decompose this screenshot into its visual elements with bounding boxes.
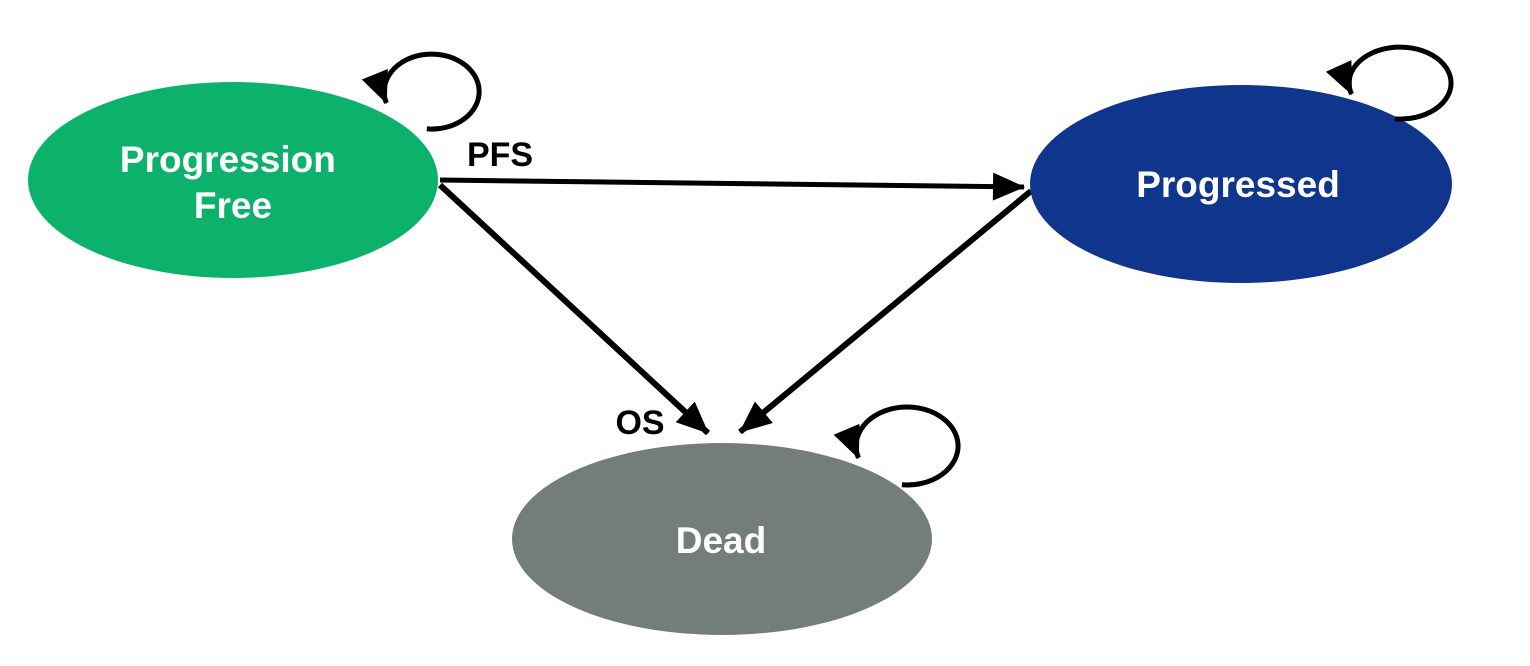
transition-progressed-to-dead <box>738 188 1033 435</box>
state-progression-free: Progression Free <box>28 51 482 278</box>
state-dead-ellipse <box>512 443 932 635</box>
transition-os: OS <box>437 182 711 442</box>
state-progressed-label: Progressed <box>1136 164 1340 205</box>
state-dead: Dead <box>512 404 961 635</box>
transition-pfs-arrow <box>439 172 1025 201</box>
transition-progressed-dead-arrow <box>738 188 1033 435</box>
state-progressed: Progressed <box>1030 44 1454 283</box>
state-dead-self-loop <box>833 404 961 488</box>
transition-pfs: PFS <box>439 136 1025 201</box>
state-dead-label: Dead <box>676 520 766 561</box>
state-progressed-ellipse <box>1030 85 1452 283</box>
state-progression-free-self-loop <box>361 51 482 132</box>
transition-os-arrow <box>437 182 711 436</box>
state-progression-free-label: Progression Free <box>120 139 346 226</box>
transition-os-label: OS <box>615 404 664 442</box>
state-progressed-self-loop <box>1325 44 1454 122</box>
state-progression-free-ellipse <box>28 82 438 278</box>
transition-pfs-label: PFS <box>467 136 533 174</box>
